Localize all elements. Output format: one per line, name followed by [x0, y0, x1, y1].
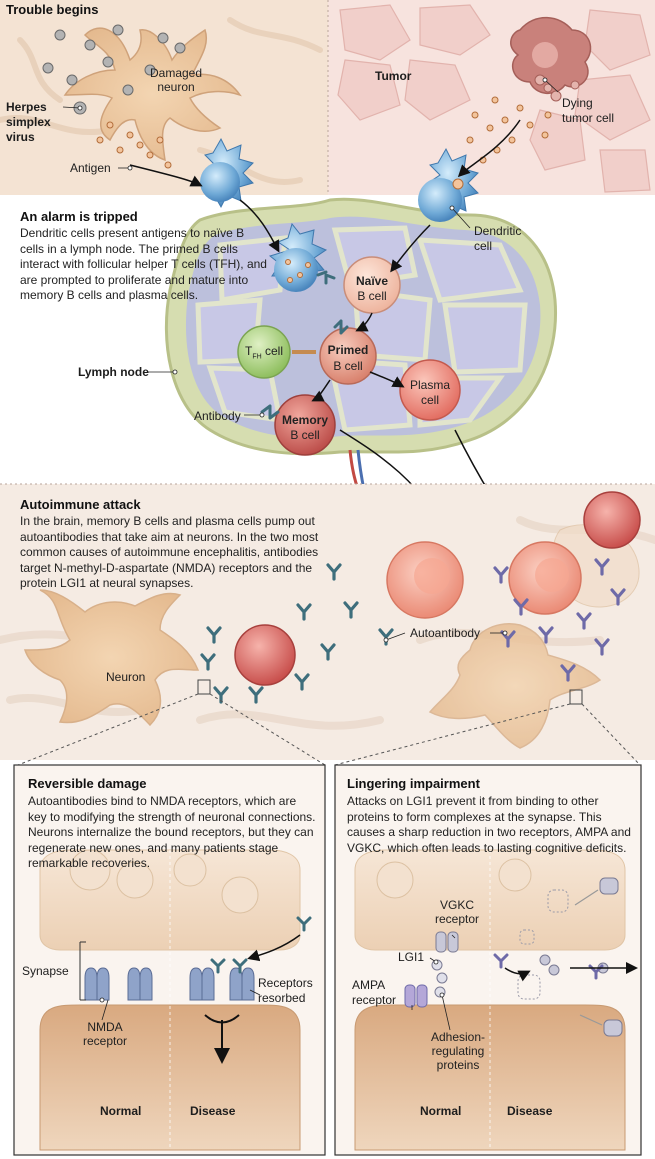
- neuron-label: Neuron: [106, 670, 146, 684]
- plasma-label: Plasma: [409, 378, 450, 392]
- alarm-body: Dendritic cells present antigens to naïv…: [20, 226, 267, 302]
- internalize-cup: [204, 1014, 240, 1024]
- normal-label-left: Normal: [100, 1104, 142, 1118]
- bound-autoantibodies: [493, 953, 604, 980]
- herpes-label: Herpes simplex virus: [6, 100, 51, 144]
- lingering-body: Attacks on LGI1 prevent it from binding …: [347, 794, 631, 855]
- neuron-right: [428, 623, 602, 749]
- dendritic-cell-right: [418, 147, 479, 222]
- plasma-cell-brain-1: [386, 541, 464, 619]
- vgkc-receptor: [435, 931, 459, 953]
- nmda-label: NMDA receptor: [82, 1020, 128, 1048]
- antibody-arrow: [247, 934, 301, 962]
- zoom-lines: [17, 693, 641, 766]
- reversible-body: Autoantibodies bind to NMDA receptors, w…: [28, 794, 316, 870]
- antigen-label: Antigen: [70, 161, 111, 175]
- tumor-tissue: [337, 4, 651, 193]
- displaced-proteins: [539, 877, 623, 1037]
- autoantibodies-purple: [493, 558, 626, 682]
- lingering-title: Lingering impairment: [347, 776, 480, 791]
- tfh-contact: [292, 350, 316, 354]
- reversible-title: Reversible damage: [28, 776, 147, 791]
- tfh-label: TFH cell: [244, 344, 284, 361]
- ampa-receptors: [404, 984, 428, 1008]
- plasma-cell-brain-2: [508, 541, 582, 615]
- synapse-label: Synapse: [22, 964, 69, 978]
- primed-label: Primed: [327, 343, 369, 357]
- antibody-label: Antibody: [194, 409, 241, 423]
- dendritic-cell-left: [200, 137, 254, 209]
- primed-label-2: B cell: [333, 359, 363, 373]
- faint-arrows: [574, 889, 603, 1026]
- memory-cell-brain-1: [583, 491, 641, 549]
- right-arrows: [504, 962, 638, 982]
- neuron-antigens: [96, 121, 172, 169]
- ampa-label: AMPA receptor: [352, 978, 397, 1007]
- dying-tumor-nucleus: [532, 42, 558, 68]
- zoom-box-left: [197, 679, 211, 695]
- normal-label-right: Normal: [420, 1104, 462, 1118]
- leader-lines: [62, 79, 559, 1031]
- memory-b-cell: [274, 394, 336, 456]
- nmda-receptors: [84, 967, 255, 1001]
- memory-label: Memory: [281, 413, 328, 427]
- neuron-left: [23, 589, 200, 727]
- disease-label-left: Disease: [190, 1104, 236, 1118]
- attack-title: Autoimmune attack: [20, 497, 141, 512]
- memory-cell-brain-2: [234, 624, 296, 686]
- autoantibody-label: Autoantibody: [410, 626, 481, 640]
- damaged-neuron-label: Damaged neuron: [149, 66, 203, 94]
- plasma-cell: [399, 359, 461, 421]
- synapse-left: [39, 849, 301, 1151]
- adhesion-label: Adhesion- regulating proteins: [430, 1030, 486, 1072]
- naive-label: Naïve: [355, 274, 389, 288]
- dendritic-label: Dendritic cell: [474, 224, 522, 253]
- naive-label-2: B cell: [357, 289, 387, 303]
- lymph-node-label: Lymph node: [78, 365, 149, 379]
- tumor-antigens: [466, 96, 552, 164]
- zoom-box-right: [569, 689, 583, 705]
- tumor-label: Tumor: [375, 69, 412, 83]
- trouble-title: Trouble begins: [6, 2, 99, 17]
- disease-label-right: Disease: [507, 1104, 553, 1118]
- synapse-right: [354, 849, 626, 1151]
- dying-tumor-label: Dying tumor cell: [562, 96, 615, 125]
- node-antibodies: [260, 270, 349, 420]
- attack-body: In the brain, memory B cells and plasma …: [20, 514, 319, 590]
- lgi1-label: LGI1: [398, 950, 425, 964]
- autoantibodies: [200, 563, 394, 704]
- tfh-cell: [237, 325, 291, 379]
- plasma-label-2: cell: [420, 393, 439, 407]
- bound-antibodies: [210, 916, 312, 974]
- alarm-title: An alarm is tripped: [20, 209, 138, 224]
- memory-label-2: B cell: [290, 428, 320, 442]
- receptors-resorbed-label: Receptors resorbed: [258, 976, 313, 1005]
- leader-dots: [77, 77, 548, 1003]
- dendritic-cell-node: [268, 222, 328, 292]
- brain-texture: [0, 17, 323, 185]
- virus-particles: [42, 24, 186, 115]
- vgkc-label: VGKC receptor: [434, 898, 480, 926]
